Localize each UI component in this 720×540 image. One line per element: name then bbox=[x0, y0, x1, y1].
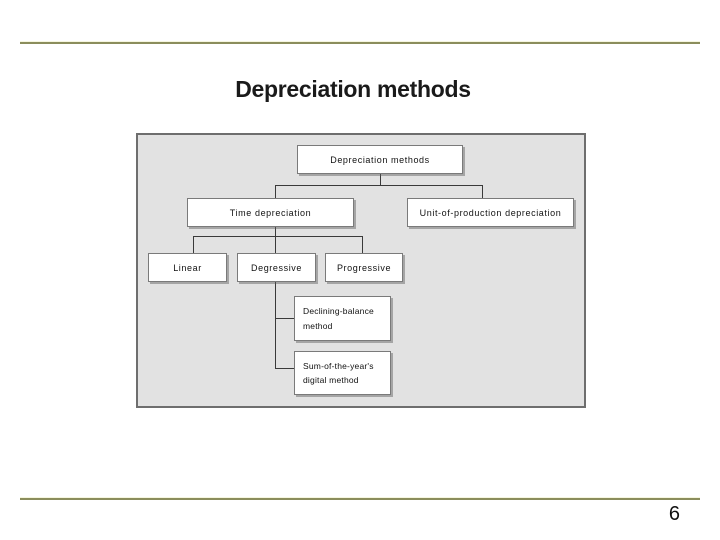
slide-title: Depreciation methods bbox=[235, 76, 471, 102]
page-number: 6 bbox=[668, 503, 680, 525]
connector-time-stem bbox=[275, 227, 276, 236]
connector-to-degressive bbox=[275, 236, 276, 253]
bottom-divider-line bbox=[20, 497, 700, 500]
top-divider-line bbox=[20, 41, 700, 44]
connector-root-stem bbox=[380, 174, 381, 185]
node-label: Sum-of-the-year's digital method bbox=[303, 360, 374, 385]
node-depreciation-methods: Depreciation methods bbox=[297, 145, 463, 174]
node-label: Linear bbox=[173, 262, 202, 273]
connector-to-time bbox=[275, 185, 276, 198]
node-sum-of-the-years-digital-method: Sum-of-the-year's digital method bbox=[294, 351, 391, 395]
node-linear: Linear bbox=[148, 253, 227, 282]
connector-to-linear bbox=[193, 236, 194, 253]
node-label: Time depreciation bbox=[229, 207, 312, 218]
node-unit-of-production-depreciation: Unit-of-production depreciation bbox=[407, 198, 574, 227]
node-label: Depreciation methods bbox=[330, 154, 430, 165]
connector-degressive-stem bbox=[275, 282, 276, 368]
node-progressive: Progressive bbox=[325, 253, 403, 282]
node-label: Declining-balance method bbox=[303, 306, 374, 331]
connector-to-unit bbox=[482, 185, 483, 198]
connector-level3-bar bbox=[193, 236, 363, 237]
node-label: Degressive bbox=[250, 262, 303, 273]
connector-level2-bar bbox=[275, 185, 483, 186]
connector-to-declining-balance bbox=[275, 318, 294, 319]
node-degressive: Degressive bbox=[237, 253, 316, 282]
connector-to-sum-of-years bbox=[275, 368, 294, 369]
connector-to-progressive bbox=[362, 236, 363, 253]
node-label: Progressive bbox=[336, 262, 392, 273]
node-time-depreciation: Time depreciation bbox=[187, 198, 354, 227]
node-declining-balance-method: Declining-balance method bbox=[294, 296, 391, 341]
node-label: Unit-of-production depreciation bbox=[419, 207, 562, 218]
